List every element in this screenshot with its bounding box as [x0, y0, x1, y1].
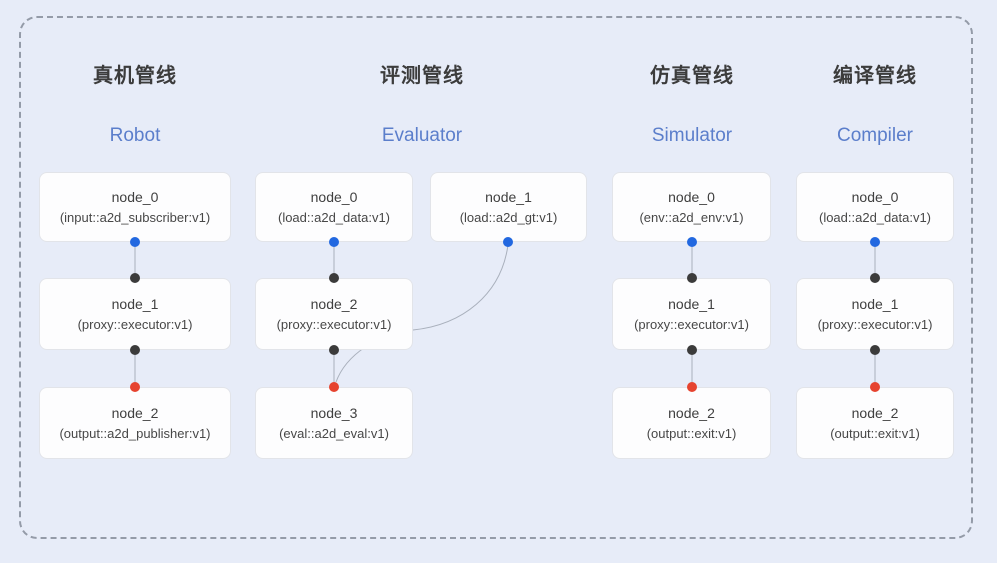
- node-name: node_0: [111, 189, 159, 205]
- port-dot-black: [130, 273, 140, 283]
- port-dot-black: [687, 273, 697, 283]
- node-impl: (load::a2d_gt:v1): [459, 210, 558, 225]
- port-dot-red: [687, 382, 697, 392]
- node-box-compiler-node0: node_0 (load::a2d_data:v1): [796, 172, 954, 242]
- port-dot-black: [329, 345, 339, 355]
- pipeline-subtitle-robot: Robot: [109, 125, 161, 146]
- node-impl: (eval::a2d_eval:v1): [279, 426, 389, 441]
- node-name: node_2: [668, 405, 715, 421]
- pipeline-subtitle-simulator: Simulator: [651, 125, 733, 146]
- node-box-evaluator-node3: node_3 (eval::a2d_eval:v1): [255, 387, 413, 459]
- node-name: node_0: [851, 189, 899, 205]
- node-name: node_3: [310, 405, 358, 421]
- node-impl: (proxy::executor:v1): [77, 317, 193, 332]
- port-dot-blue: [870, 237, 880, 247]
- node-name: node_2: [310, 296, 358, 312]
- node-box-simulator-node2: node_2 (output::exit:v1): [612, 387, 771, 459]
- pipeline-subtitle-evaluator: Evaluator: [381, 125, 463, 146]
- node-name: node_2: [111, 405, 159, 421]
- node-impl: (load::a2d_data:v1): [277, 210, 391, 225]
- node-impl: (proxy::executor:v1): [276, 317, 392, 332]
- node-impl: (output::exit:v1): [830, 426, 920, 441]
- node-name: node_0: [310, 189, 358, 205]
- pipeline-title-evaluator: 评测管线: [380, 65, 464, 87]
- port-dot-red: [329, 382, 339, 392]
- dashed-frame: [19, 16, 973, 539]
- port-dot-black: [870, 345, 880, 355]
- node-box-compiler-node2: node_2 (output::exit:v1): [796, 387, 954, 459]
- node-name: node_2: [851, 405, 899, 421]
- port-dot-black: [329, 273, 339, 283]
- pipeline-title-compiler: 编译管线: [833, 65, 917, 87]
- node-impl: (env::a2d_env:v1): [639, 210, 744, 225]
- node-box-robot-node0: node_0 (input::a2d_subscriber:v1): [39, 172, 231, 242]
- node-box-robot-node2: node_2 (output::a2d_publisher:v1): [39, 387, 231, 459]
- node-impl: (output::exit:v1): [646, 426, 737, 441]
- node-impl: (output::a2d_publisher:v1): [59, 426, 211, 441]
- node-box-evaluator-node2: node_2 (proxy::executor:v1): [255, 278, 413, 350]
- port-dot-blue: [130, 237, 140, 247]
- node-box-simulator-node0: node_0 (env::a2d_env:v1): [612, 172, 771, 242]
- port-dot-black: [870, 273, 880, 283]
- port-dot-blue: [503, 237, 513, 247]
- node-impl: (proxy::executor:v1): [817, 317, 933, 332]
- port-dot-black: [687, 345, 697, 355]
- node-box-robot-node1: node_1 (proxy::executor:v1): [39, 278, 231, 350]
- port-dot-black: [130, 345, 140, 355]
- node-name: node_1: [851, 296, 899, 312]
- edge-curve-gt-to-eval: [335, 244, 509, 383]
- node-name: node_1: [111, 296, 159, 312]
- node-impl: (proxy::executor:v1): [634, 317, 749, 332]
- node-name: node_1: [668, 296, 715, 312]
- node-name: node_1: [485, 189, 532, 205]
- port-dot-blue: [329, 237, 339, 247]
- pipeline-title-simulator: 仿真管线: [650, 65, 734, 87]
- pipeline-title-robot: 真机管线: [93, 65, 177, 87]
- port-dot-blue: [687, 237, 697, 247]
- pipeline-subtitle-compiler: Compiler: [836, 125, 914, 146]
- node-impl: (input::a2d_subscriber:v1): [59, 210, 211, 225]
- node-name: node_0: [668, 189, 715, 205]
- port-dot-red: [870, 382, 880, 392]
- port-dot-red: [130, 382, 140, 392]
- node-impl: (load::a2d_data:v1): [818, 210, 932, 225]
- node-box-evaluator-node1: node_1 (load::a2d_gt:v1): [430, 172, 587, 242]
